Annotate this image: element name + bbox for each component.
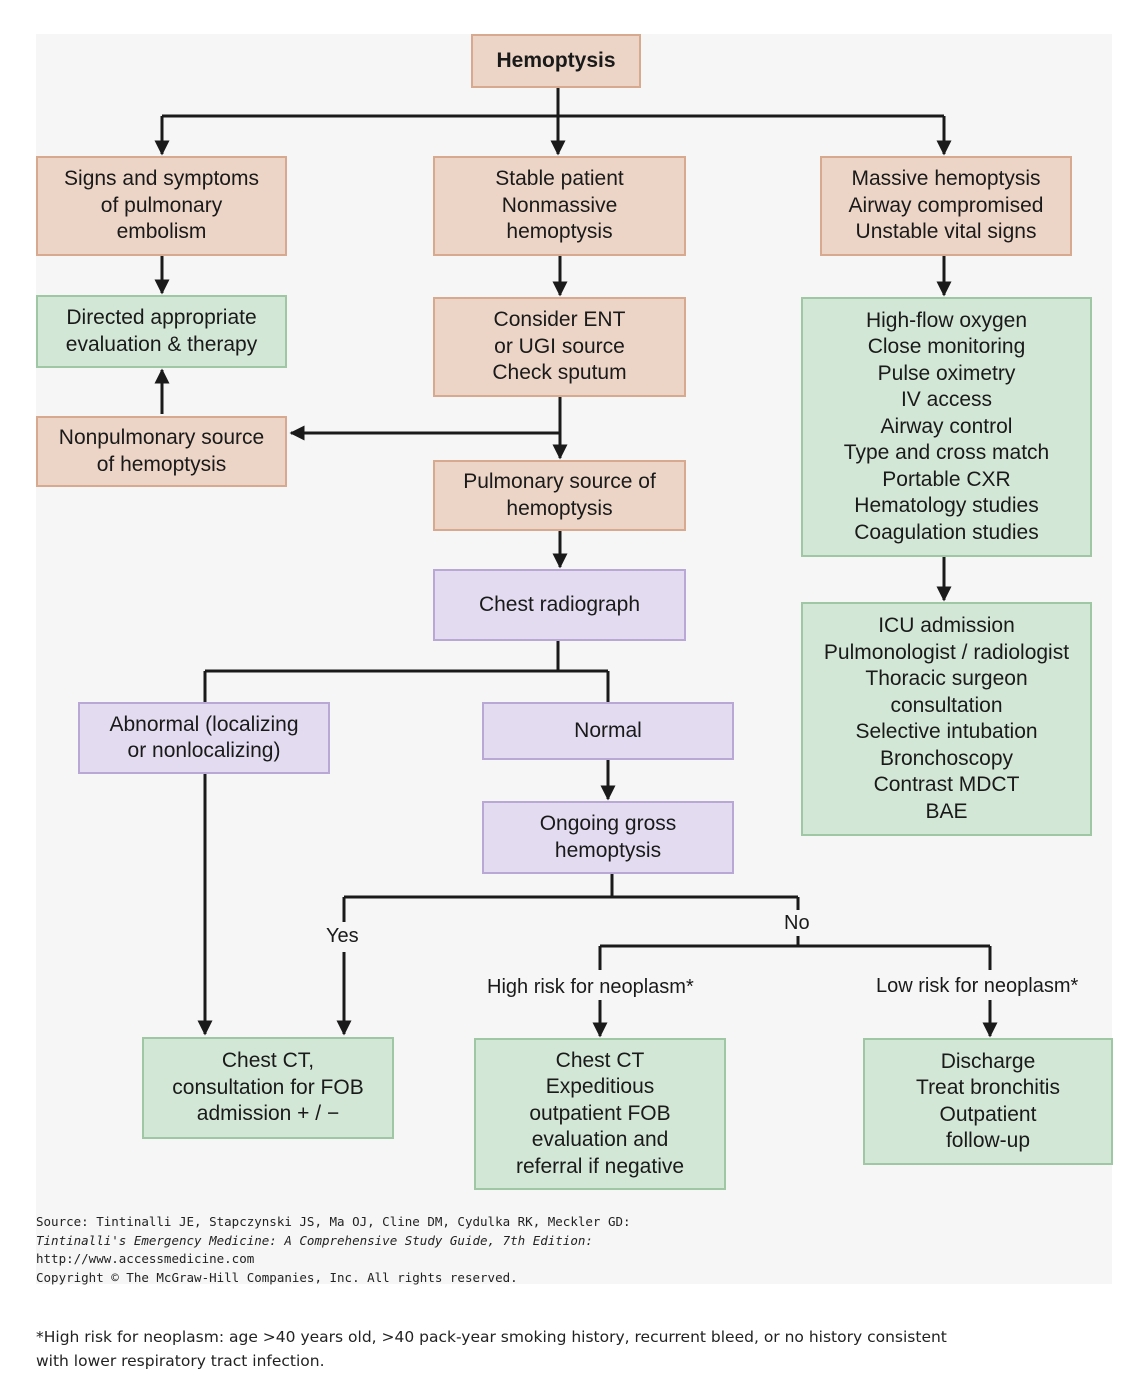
node-text-line: Contrast MDCT	[873, 773, 1020, 796]
node-text-line: Stable patient	[495, 167, 624, 191]
node-text-line: embolism	[116, 220, 207, 244]
node-text-line: Portable CXR	[882, 467, 1011, 491]
node-text-line: Thoracic surgeon	[865, 667, 1028, 690]
node-pulmonary-source: Pulmonary source of hemoptysis	[433, 460, 686, 531]
node-text-line: Airway compromised	[848, 193, 1044, 217]
node-text-line: evaluation & therapy	[65, 332, 258, 356]
source-citation: Source: Tintinalli JE, Stapczynski JS, M…	[36, 1213, 631, 1287]
node-text-line: High-flow oxygen	[865, 308, 1028, 332]
node-directed-evaluation: Directed appropriate evaluation & therapy	[36, 295, 287, 368]
node-text-line: Pulmonary source of	[463, 470, 656, 493]
node-text-line: or UGI source	[494, 334, 625, 358]
node-text-line: Close monitoring	[867, 335, 1026, 359]
node-text-line: Chest radiograph	[478, 592, 641, 616]
node-text-line: IV access	[900, 388, 993, 412]
copyright-line: Copyright © The McGraw-Hill Companies, I…	[36, 1269, 518, 1285]
edge-label-no: No	[784, 912, 810, 934]
node-text-line: hemoptysis	[506, 220, 613, 244]
edge-label-high-risk: High risk for neoplasm*	[487, 976, 694, 998]
node-abnormal: Abnormal (localizing or nonlocalizing)	[78, 702, 330, 774]
edge-label-yes: Yes	[326, 925, 359, 947]
node-text-line: BAE	[925, 799, 968, 823]
node-text-line: Type and cross match	[843, 441, 1050, 465]
node-text-line: Nonmassive	[501, 193, 618, 217]
node-text-line: Chest CT	[555, 1048, 645, 1072]
node-text-line: Massive hemoptysis	[851, 167, 1041, 191]
node-text-line: Selective intubation	[855, 720, 1038, 743]
neoplasm-risk-footnote: *High risk for neoplasm: age >40 years o…	[36, 1328, 947, 1370]
node-text-line: Coagulation studies	[854, 520, 1039, 544]
node-text-line: Discharge	[940, 1049, 1036, 1073]
node-normal: Normal	[482, 702, 734, 760]
node-text-line: Bronchoscopy	[879, 746, 1014, 770]
node-ongoing-hemoptysis: Ongoing gross hemoptysis	[482, 801, 734, 874]
node-text-line: Hematology studies	[854, 494, 1039, 518]
node-text-line: Unstable vital signs	[855, 220, 1037, 244]
node-text-line: Airway control	[880, 414, 1013, 438]
node-text-line: Pulse oximetry	[877, 361, 1016, 385]
node-hemoptysis: Hemoptysis	[471, 34, 641, 88]
node-text-line: Outpatient	[939, 1102, 1037, 1126]
node-text-line: Hemoptysis	[496, 48, 616, 72]
node-text-line: Directed appropriate	[66, 306, 257, 329]
node-text-line: follow-up	[945, 1129, 1031, 1152]
node-chest-radiograph: Chest radiograph	[433, 569, 686, 641]
node-text-line: outpatient FOB	[529, 1101, 671, 1125]
node-text-line: Nonpulmonary source	[58, 426, 265, 449]
node-text-line: referral if negative	[515, 1154, 685, 1178]
node-text-line: Signs and symptoms	[64, 167, 259, 191]
node-text-line: ICU admission	[878, 614, 1015, 637]
node-text-line: Normal	[574, 718, 642, 742]
source-url: http://www.accessmedicine.com	[36, 1251, 255, 1266]
node-text-line: or nonlocalizing)	[127, 739, 281, 762]
node-text-line: Consider ENT	[493, 308, 626, 332]
edge-label-low-risk: Low risk for neoplasm*	[876, 975, 1079, 997]
node-text-line: hemoptysis	[506, 496, 613, 520]
node-text-line: Treat bronchitis	[916, 1076, 1060, 1099]
node-text-line: hemoptysis	[554, 838, 662, 862]
node-text-line: of pulmonary	[100, 193, 223, 217]
node-chest-ct-fob: Chest CT,consultation for FOB admission +…	[142, 1037, 394, 1139]
node-text-line: consultation	[890, 693, 1003, 717]
node-text-line: Check sputum	[492, 361, 627, 385]
node-text-line: Pulmonologist / radiologist	[823, 640, 1070, 664]
node-text-line: evaluation and	[531, 1128, 669, 1152]
node-text-line: admission + / −	[196, 1102, 340, 1126]
node-text-line: of hemoptysis	[96, 452, 227, 476]
source-line-2: Tintinalli's Emergency Medicine: A Compr…	[36, 1232, 593, 1248]
node-text-line: consultation for FOB	[172, 1075, 364, 1099]
node-text-line: Ongoing gross	[539, 812, 677, 835]
node-text-line: Abnormal (localizing	[109, 712, 299, 736]
node-nonpulmonary-source: Nonpulmonary source of hemoptysis	[36, 416, 287, 487]
node-text-line: Chest CT,	[221, 1049, 315, 1073]
node-text-line: Expeditious	[545, 1075, 655, 1099]
source-line-1: Source: Tintinalli JE, Stapczynski JS, M…	[36, 1214, 631, 1229]
